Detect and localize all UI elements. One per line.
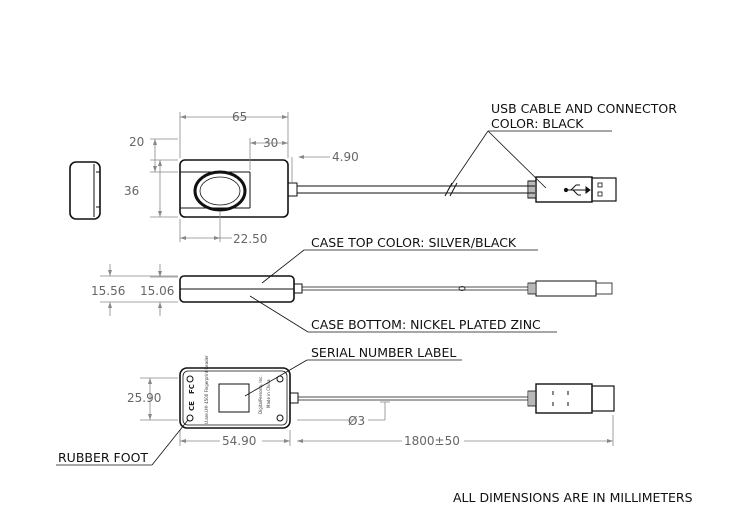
bottom-view-dimensions: [140, 377, 614, 446]
dim-height-total: 15.56: [91, 284, 125, 298]
end-view-body: [69, 161, 101, 220]
label-product-name: U.are.U® 4500 Fingerprint Reader: [204, 355, 209, 424]
dim-cable-diameter: 4.90: [332, 150, 359, 164]
fcc-mark-icon: FC: [188, 384, 196, 394]
bottom-view-body: [179, 367, 291, 429]
label-origin: Made in China: [266, 379, 271, 408]
dim-cable-length: 1800±50: [404, 434, 460, 448]
usb-connector-top: [527, 176, 617, 203]
callout-case-bottom: CASE BOTTOM: NICKEL PLATED ZINC: [311, 317, 541, 332]
callout-leaders: [56, 130, 612, 466]
callout-usb-cable: USB CABLE AND CONNECTOR: [491, 101, 677, 116]
usb-connector-side: [527, 280, 613, 297]
label-company: DigitalPersona, Inc.: [258, 375, 263, 414]
serial-number-label: [218, 383, 250, 413]
dim-sensor-offset: 30: [263, 136, 278, 150]
svg-text:FC: FC: [188, 384, 196, 394]
dim-cable-dia: Ø3: [348, 414, 365, 428]
dim-sensor-depth: 20: [129, 135, 144, 149]
side-view: [179, 275, 613, 303]
callout-serial-label: SERIAL NUMBER LABEL: [311, 345, 456, 360]
svg-text:CE: CE: [188, 401, 196, 411]
top-view-dimensions: [150, 112, 330, 242]
dim-height-case: 15.06: [140, 284, 174, 298]
callout-usb-color: COLOR: BLACK: [491, 116, 584, 131]
dim-label-length: 54.90: [222, 434, 256, 448]
ce-mark-icon: CE: [188, 401, 196, 411]
sensor-window: [193, 170, 247, 212]
callout-rubber-foot: RUBBER FOOT: [58, 450, 148, 465]
top-view: [69, 159, 617, 220]
dim-label-height: 25.90: [127, 391, 161, 405]
bottom-view: [179, 367, 615, 429]
dim-sensor-width: 22.50: [233, 232, 267, 246]
usb-icon: [563, 184, 591, 196]
footer-note: ALL DIMENSIONS ARE IN MILLIMETERS: [453, 490, 693, 505]
side-view-dimensions: [100, 264, 178, 316]
dim-overall-length: 65: [232, 110, 247, 124]
usb-connector-bottom: [527, 383, 615, 414]
dim-overall-width: 36: [124, 184, 139, 198]
callout-case-top: CASE TOP COLOR: SILVER/BLACK: [311, 235, 517, 250]
